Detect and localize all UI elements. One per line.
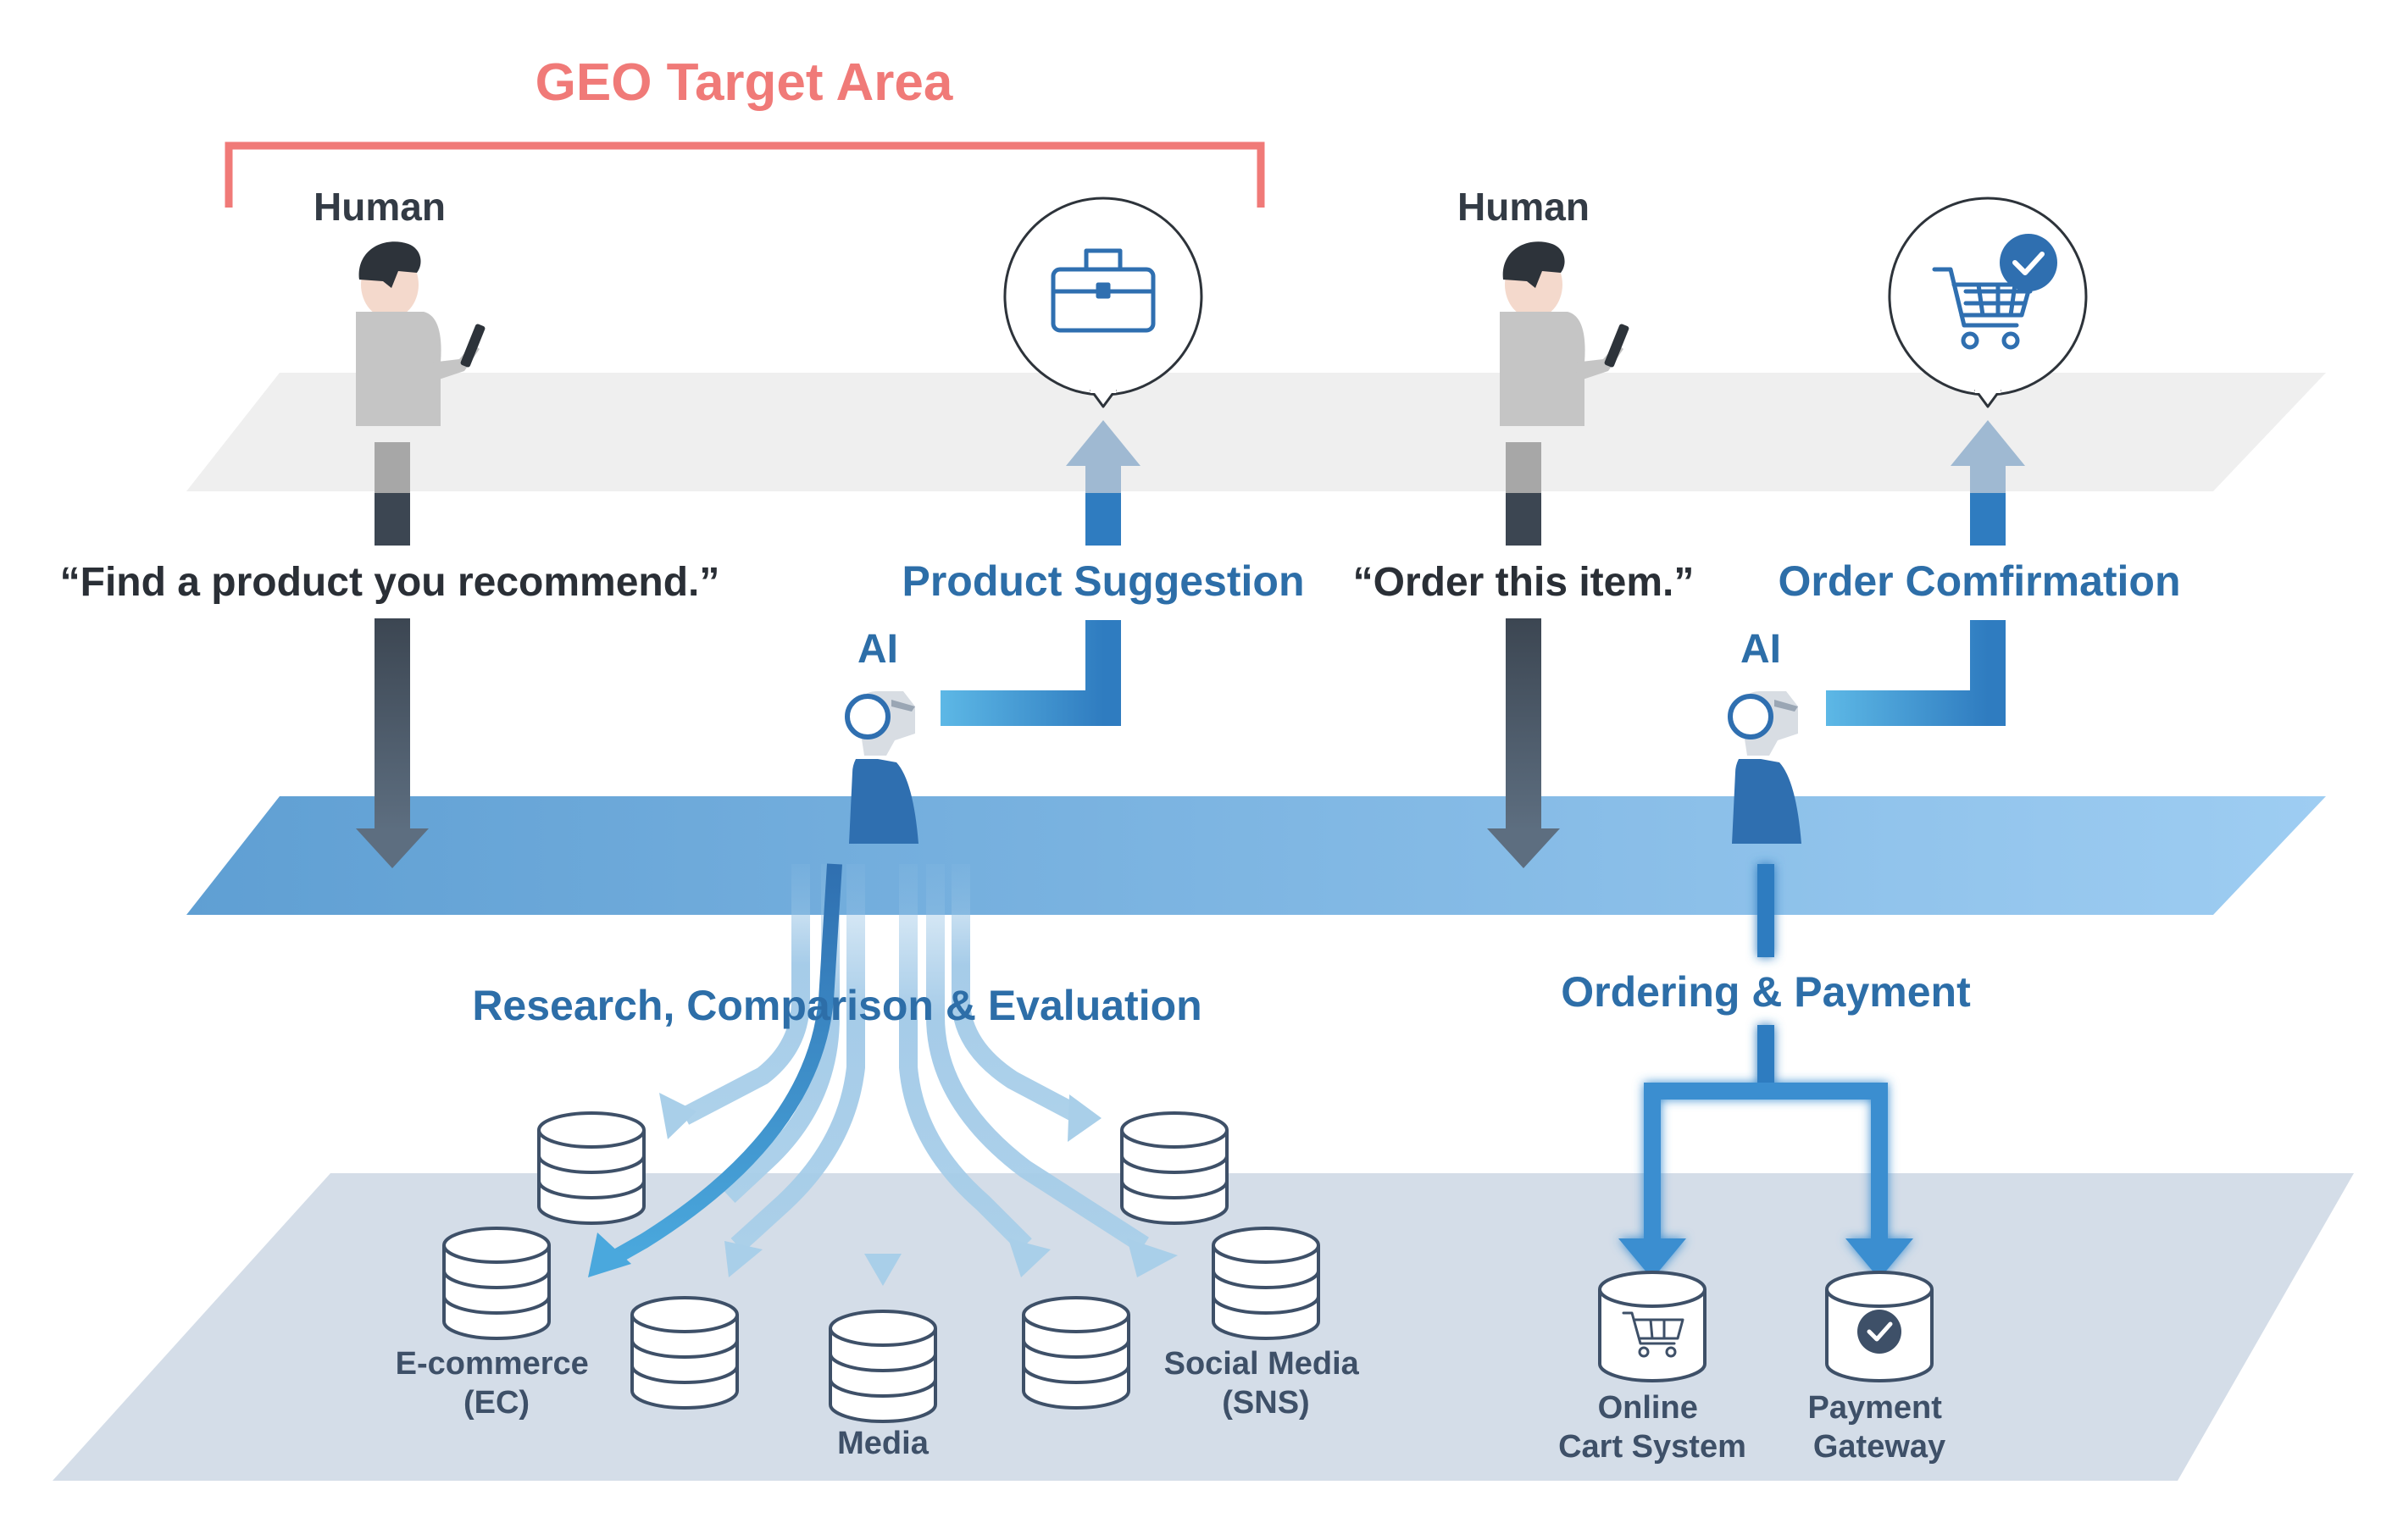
prompt-text-left: “Find a product you recommend.”: [60, 560, 720, 605]
ai-robot-left: [845, 691, 918, 844]
ordering-process-label: Ordering & Payment: [1561, 968, 1971, 1016]
database-icon: [1022, 1296, 1130, 1410]
ai-robot-right: [1728, 691, 1801, 844]
ecommerce-database-icon: [442, 1227, 551, 1340]
ecommerce-label: E-commerce (EC): [396, 1346, 598, 1421]
database-icon: [1120, 1111, 1229, 1225]
research-rays: [588, 863, 1178, 1286]
human-plane: [186, 373, 2326, 491]
social-database-icon: [1212, 1227, 1320, 1340]
response-arrow-left: [1066, 420, 1140, 546]
elbow-connector-left: [941, 620, 1121, 726]
database-icon: [537, 1111, 646, 1225]
research-process-label: Research, Comparison & Evaluation: [472, 982, 1202, 1029]
cart-system-label: Online Cart System: [1558, 1390, 1746, 1465]
media-database-icon: [829, 1310, 937, 1423]
briefcase-icon: [1051, 248, 1156, 333]
request-arrow-left: [356, 442, 429, 868]
human-figure-right: [1500, 241, 1629, 426]
database-icon: [630, 1296, 739, 1410]
ai-label-right: AI: [1740, 627, 1781, 672]
social-media-label: Social Media (SNS): [1164, 1346, 1368, 1421]
geo-target-bracket: [225, 141, 1265, 208]
ai-plane: [186, 796, 2326, 915]
response-text-left: Product Suggestion: [902, 557, 1305, 605]
human-figure-left: [356, 241, 486, 426]
request-arrow-right: [1487, 442, 1560, 868]
order-bubble: [1888, 197, 2088, 408]
cart-check-icon: [1932, 234, 2057, 350]
response-text-right: Order Comfirmation: [1778, 557, 2180, 605]
product-bubble: [1003, 197, 1203, 408]
response-arrow-right: [1951, 420, 2025, 546]
prompt-text-right: “Order this item.”: [1353, 560, 1695, 605]
cart-icon: [1622, 1311, 1684, 1358]
media-label: Media: [837, 1426, 930, 1461]
ai-label-left: AI: [857, 627, 898, 672]
human-label-left: Human: [314, 185, 446, 229]
ordering-connector: [1618, 864, 1913, 1279]
payment-database-icon: [1825, 1271, 1934, 1382]
geo-target-title: GEO Target Area: [536, 53, 953, 112]
check-circle-icon: [1857, 1310, 1901, 1354]
elbow-connector-right: [1826, 620, 2006, 726]
payment-gateway-label: Payment Gateway: [1808, 1390, 1951, 1465]
human-label-right: Human: [1457, 185, 1590, 229]
cart-system-database-icon: [1598, 1271, 1707, 1382]
